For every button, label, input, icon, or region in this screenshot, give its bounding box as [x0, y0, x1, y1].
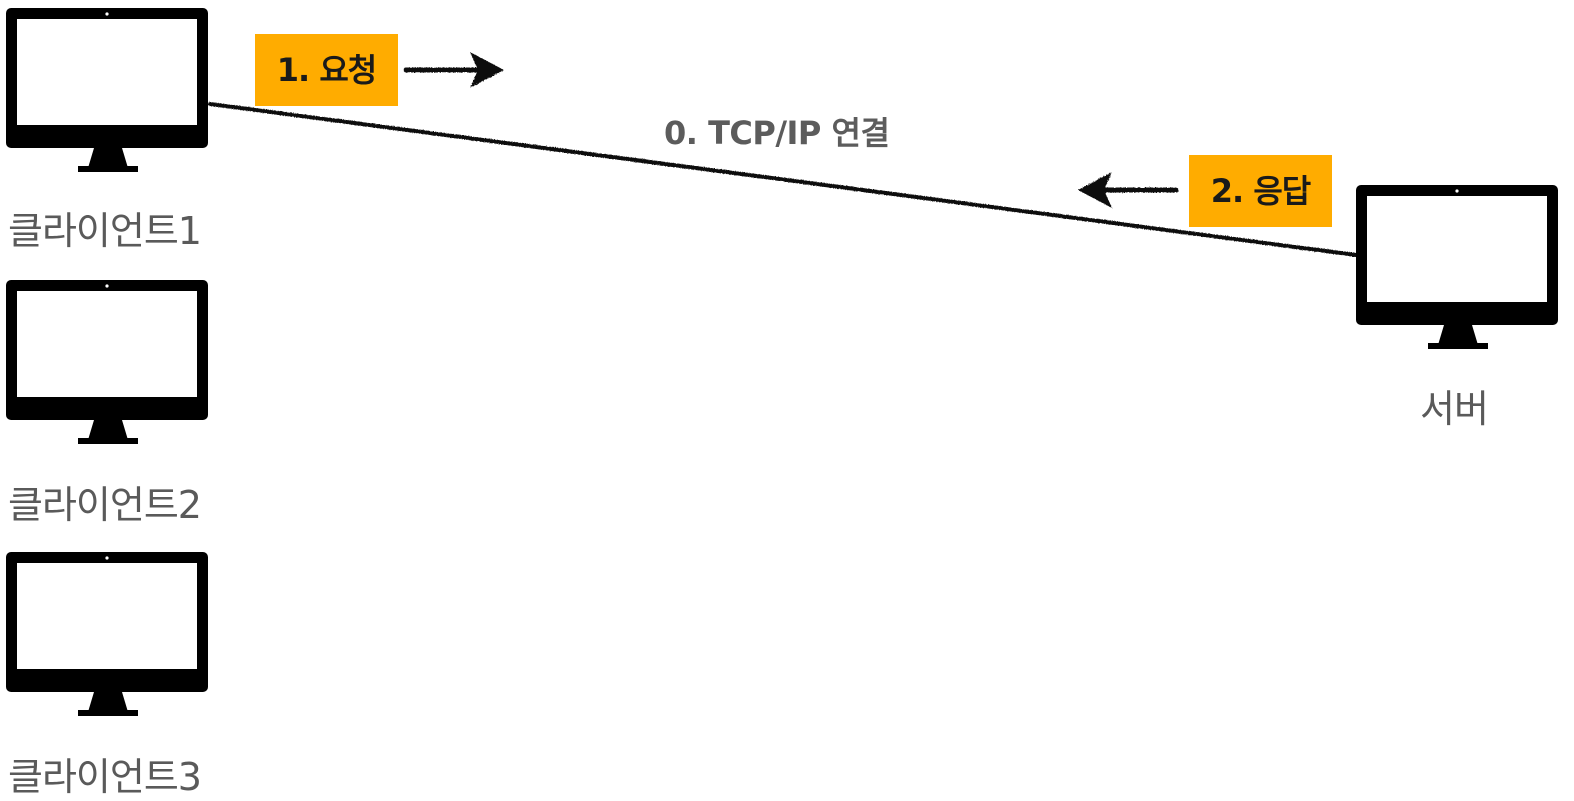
response-arrow — [1078, 172, 1179, 208]
tcp-ip-connection-line — [208, 102, 1358, 257]
client-1-label: 클라이언트1 — [8, 209, 202, 253]
client-3-monitor-icon — [6, 552, 212, 718]
response-tag: 2. 응답 — [1189, 155, 1332, 227]
client-3-label: 클라이언트3 — [8, 755, 202, 799]
server-monitor-icon — [1356, 185, 1562, 351]
request-tag: 1. 요청 — [255, 34, 398, 106]
tcp-ip-connection-label: 0. TCP/IP 연결 — [664, 114, 890, 152]
client-2-monitor-icon — [6, 280, 212, 446]
server-label: 서버 — [1420, 387, 1489, 431]
client-2-label: 클라이언트2 — [8, 483, 202, 527]
request-arrow — [403, 52, 504, 88]
client-1-monitor-icon — [6, 8, 212, 174]
